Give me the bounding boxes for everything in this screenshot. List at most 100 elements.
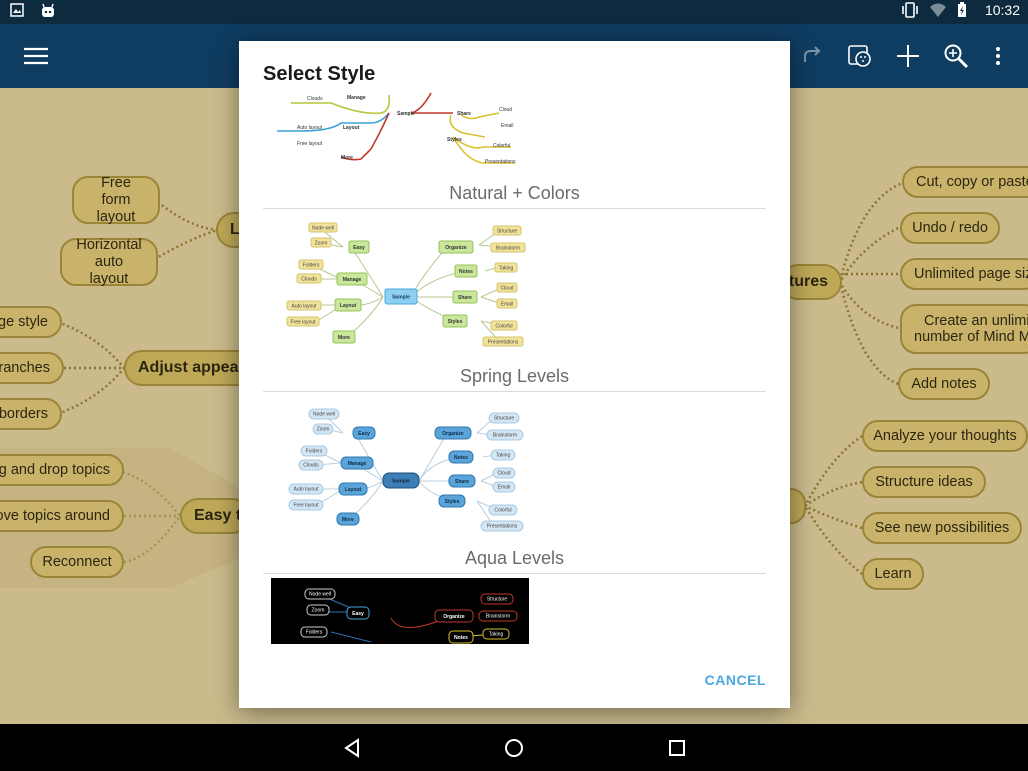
preview1-node-manage: Manage xyxy=(343,277,362,283)
node-learn[interactable]: Learn xyxy=(862,558,924,590)
node-cut-copy-paste[interactable]: Cut, copy or paste xyxy=(902,166,1028,198)
preview0-label-cloud: Cloud xyxy=(499,107,512,113)
node-unlimited-page-size[interactable]: Unlimited page siz xyxy=(900,258,1028,290)
node-create-unlimited[interactable]: Create an unlimit number of Mind M xyxy=(900,304,1028,354)
menu-icon[interactable] xyxy=(16,36,56,76)
preview2-node-notes: Notes xyxy=(454,455,468,461)
clock: 10:32 xyxy=(984,2,1020,18)
wifi-icon xyxy=(929,2,946,18)
node-horizontal-auto-layout[interactable]: Horizontal auto layout xyxy=(60,237,158,287)
preview3-leaf-brainstorm: Brainstorm xyxy=(486,614,510,620)
image-notification-icon xyxy=(10,3,26,19)
home-icon[interactable] xyxy=(500,734,528,762)
node-structure-ideas[interactable]: Structure ideas xyxy=(862,466,986,498)
style-list[interactable]: Clouds Manage Auto layout Layout Free la… xyxy=(263,91,766,649)
preview1-node-organize: Organize xyxy=(445,245,467,251)
node-reconnect[interactable]: Reconnect xyxy=(30,546,124,578)
preview0-label-clouds: Clouds xyxy=(307,96,323,102)
style-preview-aqua-levels[interactable]: Node well Zoom Easy Folders Clouds Manag… xyxy=(271,401,531,537)
preview3-node-notes: Notes xyxy=(454,635,468,641)
preview0-label-more: More xyxy=(341,155,353,161)
add-icon[interactable] xyxy=(888,36,928,76)
preview2-node-more: More xyxy=(342,517,354,523)
preview0-label-share: Share xyxy=(457,111,471,117)
preview0-label-free-layout: Free layout xyxy=(297,141,323,147)
preview1-leaf-cloud: Cloud xyxy=(500,286,513,292)
preview1-node-notes: Notes xyxy=(459,269,473,275)
node-add-notes[interactable]: Add notes xyxy=(898,368,990,400)
style-preview-dark[interactable]: Node well Zoom Easy Folders Organize Not… xyxy=(271,578,529,644)
zoom-icon[interactable] xyxy=(936,36,976,76)
preview1-leaf-clouds: Clouds xyxy=(301,277,317,283)
preview0-label-auto-layout: Auto layout xyxy=(297,125,323,131)
preview1-node-layout: Layout xyxy=(340,303,357,309)
style-label-spring-levels[interactable]: Spring Levels xyxy=(459,366,570,386)
preview3-leaf-structure: Structure xyxy=(487,597,508,603)
navigation-bar xyxy=(0,724,1028,771)
preview2-leaf-structure: Structure xyxy=(494,416,515,422)
style-label-aqua-levels[interactable]: Aqua Levels xyxy=(464,548,565,568)
preview3-leaf-zoom: Zoom xyxy=(312,608,325,614)
node-drag-and-drop-topics[interactable]: g and drop topics xyxy=(0,454,124,486)
preview0-label-manage: Manage xyxy=(347,95,366,101)
preview3-node-easy: Easy xyxy=(352,611,364,617)
node-create-unlimited-line1: Create an unlimit xyxy=(924,313,1028,329)
android-notification-icon xyxy=(40,3,56,19)
node-analyze-your-thoughts[interactable]: Analyze your thoughts xyxy=(862,420,1028,452)
preview1-center-sample: Sample xyxy=(392,295,410,301)
node-see-new-possibilities[interactable]: See new possibilities xyxy=(862,512,1022,544)
node-change-style[interactable]: nge style xyxy=(0,306,62,338)
preview1-leaf-email: Email xyxy=(501,302,514,308)
preview1-leaf-zoom: Zoom xyxy=(315,241,328,247)
preview0-label-colorful: Colorful xyxy=(493,143,510,149)
preview1-leaf-taking: Taking xyxy=(499,266,514,272)
overflow-menu-icon[interactable] xyxy=(978,36,1018,76)
preview2-leaf-free-layout: Free layout xyxy=(293,503,319,509)
preview2-leaf-folders: Folders xyxy=(306,449,323,455)
divider xyxy=(263,391,766,392)
preview2-node-manage: Manage xyxy=(348,461,367,467)
preview1-node-styles: Styles xyxy=(448,319,463,325)
preview1-leaf-free-layout: Free layout xyxy=(290,320,316,326)
style-label-natural-colors[interactable]: Natural + Colors xyxy=(449,183,580,203)
node-branches[interactable]: ranches xyxy=(0,352,64,384)
style-preview-spring-levels[interactable]: Node well Zoom Easy Folders Clouds Manag… xyxy=(271,217,531,353)
node-move-topics-around[interactable]: ove topics around xyxy=(0,500,124,532)
divider xyxy=(263,208,766,209)
preview1-leaf-auto-layout: Auto layout xyxy=(291,304,317,310)
node-easy-to-use[interactable]: Easy t xyxy=(180,498,250,534)
preview1-leaf-presentations: Presentations xyxy=(488,340,519,346)
preview1-node-more: More xyxy=(338,335,350,341)
preview2-node-organize: Organize xyxy=(442,431,464,437)
select-style-dialog: Select Style Clouds Manage Auto l xyxy=(239,41,790,708)
redo-icon[interactable] xyxy=(792,36,832,76)
node-borders[interactable]: borders xyxy=(0,398,62,430)
preview2-node-styles: Styles xyxy=(445,499,460,505)
preview2-node-layout: Layout xyxy=(345,487,362,493)
preview2-node-easy: Easy xyxy=(358,431,370,437)
preview2-leaf-node-well: Node well xyxy=(313,412,335,418)
preview2-leaf-auto-layout: Auto layout xyxy=(293,487,319,493)
preview2-leaf-zoom: Zoom xyxy=(317,427,330,433)
node-features[interactable]: tures xyxy=(780,264,842,300)
vibrate-icon xyxy=(901,2,918,18)
back-icon[interactable] xyxy=(338,734,366,762)
preview0-label-email: Email xyxy=(501,123,514,129)
divider xyxy=(263,573,766,574)
preview0-label-styles: Styles xyxy=(447,137,462,143)
preview1-leaf-folders: Folders xyxy=(303,263,320,269)
node-free-form-layout[interactable]: Free form layout xyxy=(72,175,160,225)
node-adjust-appearance[interactable]: Adjust appear xyxy=(124,350,254,386)
preview0-label-presentations: Presentations xyxy=(485,159,516,165)
battery-icon xyxy=(957,2,973,18)
cancel-button[interactable]: CANCEL xyxy=(704,672,766,688)
preview2-leaf-presentations: Presentations xyxy=(487,524,518,530)
style-preview-default[interactable]: Clouds Manage Auto layout Layout Free la… xyxy=(271,91,531,167)
preview2-leaf-colorful: Colorful xyxy=(494,508,511,514)
palette-style-icon[interactable] xyxy=(840,36,880,76)
preview0-label-sample: Sample xyxy=(397,111,415,117)
node-undo-redo[interactable]: Undo / redo xyxy=(900,212,1000,244)
preview3-leaf-taking: Taking xyxy=(489,632,504,638)
recents-icon[interactable] xyxy=(663,734,691,762)
preview1-leaf-colorful: Colorful xyxy=(495,324,512,330)
